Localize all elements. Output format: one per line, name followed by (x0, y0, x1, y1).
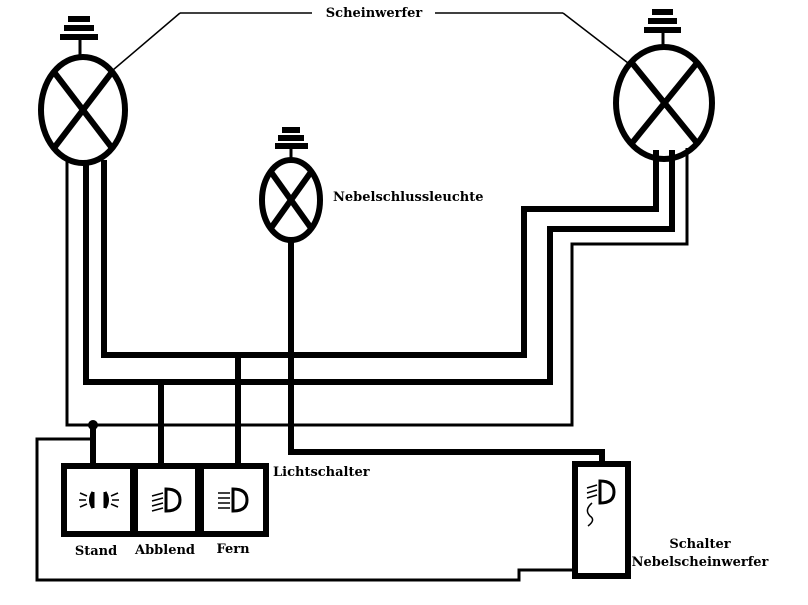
scheinwerfer-callout (112, 12, 629, 71)
lichtschalter-label: Lichtschalter (273, 465, 370, 480)
left-headlight-socket (60, 16, 98, 55)
scheinwerfer-label: Scheinwerfer (326, 6, 423, 21)
nebelschlussleuchte-label: Nebelschlussleuchte (333, 190, 483, 205)
fog-light-icon (586, 479, 616, 527)
right-headlight (613, 9, 715, 162)
light-switch (61, 463, 269, 537)
fern-switch[interactable] (198, 463, 269, 537)
junction-dot (88, 420, 98, 430)
wiring (35, 148, 689, 582)
fog-light-switch[interactable] (572, 461, 631, 579)
schalter-label-line2: Nebelscheinwerfer (632, 555, 769, 570)
schalter-label-line1: Schalter (669, 537, 730, 552)
stand-label: Stand (75, 544, 117, 559)
abblend-label: Abblend (134, 543, 195, 558)
parking-light-icon (79, 491, 119, 509)
fern-label: Fern (216, 542, 250, 557)
right-headlight-socket (644, 9, 681, 48)
left-headlight-lamp-cross-icon (38, 54, 128, 166)
fog-switch-box[interactable] (572, 461, 631, 579)
rear-fog-lamp-cross-icon (259, 157, 323, 243)
stand-switch[interactable] (61, 463, 136, 537)
rear-fog-lamp (259, 127, 323, 243)
rear-fog-lamp-socket (275, 127, 308, 160)
low-beam-icon (151, 487, 182, 513)
left-headlight (38, 16, 128, 166)
right-headlight-lamp-cross-icon (613, 44, 715, 162)
high-beam-icon (218, 487, 249, 513)
